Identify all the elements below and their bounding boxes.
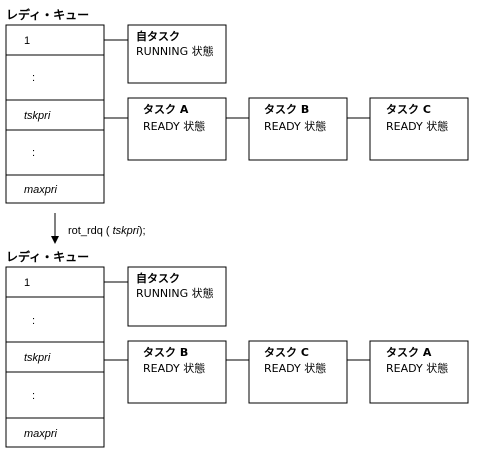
operation-label: rot_rdq (tskpri); bbox=[68, 225, 146, 237]
operation-arg: tskpri bbox=[113, 225, 140, 237]
queue-row-tskpri: tskpri bbox=[24, 352, 51, 364]
task-state: READY 状態 bbox=[143, 119, 205, 133]
ready-queue-table-before: 1 : tskpri : maxpri bbox=[5, 24, 105, 204]
queue-row-ellipsis: : bbox=[32, 72, 35, 84]
task-name: 自タスク bbox=[136, 29, 180, 43]
queue-frame bbox=[5, 24, 105, 204]
queue-row-maxpri: maxpri bbox=[24, 428, 58, 440]
queue-frame bbox=[5, 266, 105, 448]
task-state: READY 状態 bbox=[386, 119, 448, 133]
queue-title-before: レディ・キュー bbox=[6, 7, 89, 22]
queue-row-tskpri: tskpri bbox=[24, 110, 51, 122]
task-state: READY 状態 bbox=[143, 361, 205, 375]
ready-task-box-before-2: タスク B READY 状態 bbox=[248, 97, 348, 161]
queue-title-after: レディ・キュー bbox=[6, 249, 89, 264]
task-box-frame bbox=[127, 266, 227, 327]
queue-row-ellipsis: : bbox=[32, 315, 35, 327]
task-box-frame bbox=[248, 97, 348, 161]
self-task-box-after: 自タスク RUNNING 状態 bbox=[127, 266, 227, 327]
operation-call: rot_rdq ( bbox=[68, 225, 110, 237]
queue-row-ellipsis: : bbox=[32, 390, 35, 402]
task-box-frame bbox=[127, 24, 227, 84]
before-section: レディ・キュー 1 : tskpri : maxpri 自タスク RUNNING… bbox=[5, 7, 469, 204]
task-name: タスク C bbox=[264, 346, 309, 359]
task-state: RUNNING 状態 bbox=[136, 286, 214, 300]
task-name: タスク B bbox=[264, 103, 309, 116]
ready-task-box-before-1: タスク A READY 状態 bbox=[127, 97, 227, 161]
task-state: READY 状態 bbox=[264, 361, 326, 375]
task-name: タスク A bbox=[386, 346, 432, 359]
task-state: READY 状態 bbox=[264, 119, 326, 133]
task-state: READY 状態 bbox=[386, 361, 448, 375]
queue-row-priority-1: 1 bbox=[24, 277, 30, 289]
ready-queue-table-after: 1 : tskpri : maxpri bbox=[5, 266, 105, 448]
queue-row-ellipsis: : bbox=[32, 147, 35, 159]
task-box-frame bbox=[369, 97, 469, 161]
ready-task-box-after-2: タスク C READY 状態 bbox=[248, 340, 348, 404]
task-box-frame bbox=[127, 340, 227, 404]
down-arrow-icon bbox=[51, 236, 59, 244]
self-task-box-before: 自タスク RUNNING 状態 bbox=[127, 24, 227, 84]
task-state: RUNNING 状態 bbox=[136, 44, 214, 58]
ready-task-box-after-1: タスク B READY 状態 bbox=[127, 340, 227, 404]
task-name: 自タスク bbox=[136, 271, 180, 285]
operation-close: ); bbox=[139, 225, 146, 237]
task-name: タスク C bbox=[386, 103, 431, 116]
task-box-frame bbox=[127, 97, 227, 161]
task-box-frame bbox=[369, 340, 469, 404]
operation-arrow: rot_rdq (tskpri); bbox=[51, 213, 146, 244]
queue-row-maxpri: maxpri bbox=[24, 184, 58, 196]
ready-task-box-before-3: タスク C READY 状態 bbox=[369, 97, 469, 161]
after-section: レディ・キュー 1 : tskpri : maxpri 自タスク RUNNING… bbox=[5, 249, 469, 448]
ready-task-box-after-3: タスク A READY 状態 bbox=[369, 340, 469, 404]
task-name: タスク A bbox=[143, 103, 189, 116]
task-name: タスク B bbox=[143, 346, 188, 359]
task-box-frame bbox=[248, 340, 348, 404]
queue-row-priority-1: 1 bbox=[24, 35, 30, 47]
